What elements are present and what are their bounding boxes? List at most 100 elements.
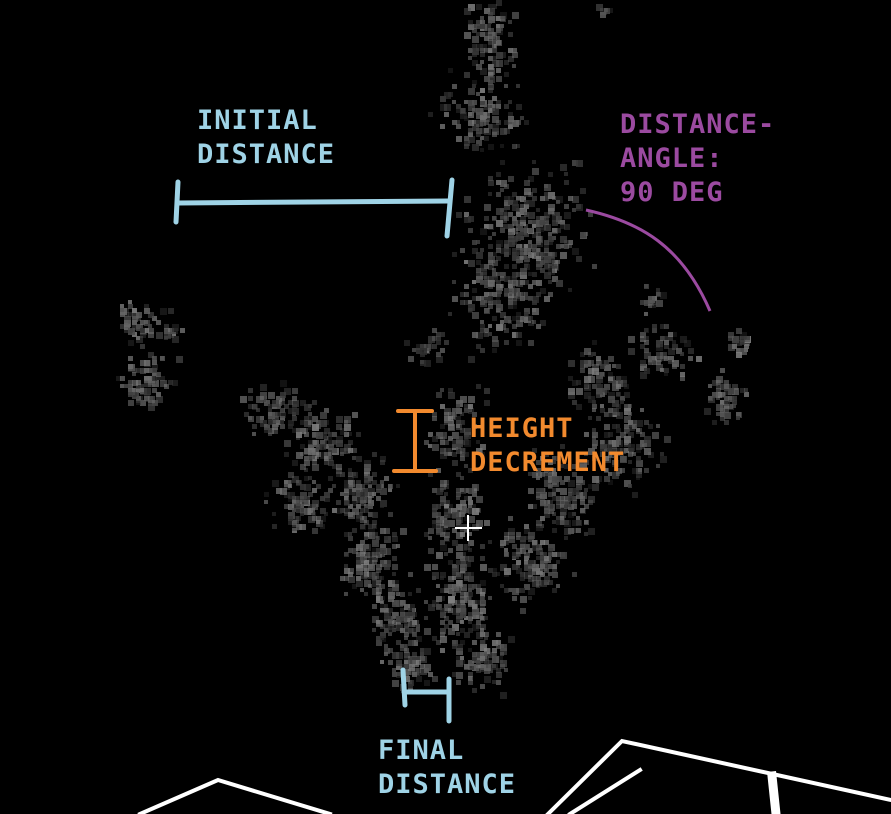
particle	[488, 596, 492, 600]
particle	[552, 492, 556, 496]
particle	[568, 360, 575, 367]
particle	[356, 504, 360, 508]
particle	[452, 440, 457, 445]
particle	[484, 24, 491, 31]
particle	[552, 276, 558, 282]
particle	[552, 268, 557, 273]
particle	[448, 596, 455, 603]
particle	[572, 464, 577, 469]
particle	[480, 656, 485, 661]
particle	[472, 108, 476, 112]
particle	[436, 552, 443, 559]
particle	[644, 368, 650, 374]
particle	[476, 128, 482, 134]
particle	[300, 508, 305, 513]
particle	[584, 532, 588, 536]
particle	[464, 436, 469, 441]
particle	[488, 68, 495, 75]
particle	[376, 564, 382, 570]
particle	[452, 452, 457, 457]
particle	[392, 680, 399, 687]
particle	[472, 332, 478, 338]
particle	[404, 664, 409, 669]
particle	[136, 388, 141, 393]
particle	[440, 104, 447, 111]
particle	[432, 520, 436, 524]
particle	[468, 228, 473, 233]
particle	[288, 400, 293, 405]
particle	[560, 244, 565, 249]
particle	[152, 368, 157, 373]
particle	[540, 560, 544, 564]
particle	[444, 520, 450, 526]
particle	[428, 672, 433, 677]
particle	[344, 416, 351, 423]
particle	[264, 492, 269, 497]
particle	[440, 448, 446, 454]
particle	[288, 484, 292, 488]
particle	[472, 608, 479, 615]
particle	[480, 296, 484, 300]
particle	[492, 104, 496, 108]
particle	[312, 432, 318, 438]
particle	[448, 588, 454, 594]
particle	[392, 600, 397, 605]
particle	[580, 188, 586, 194]
particle	[524, 552, 530, 558]
particle	[376, 484, 381, 489]
particle	[440, 348, 445, 353]
particle	[268, 428, 273, 433]
particle	[436, 604, 442, 610]
particle	[492, 316, 497, 321]
particle	[552, 480, 559, 487]
particle	[440, 404, 445, 409]
particle	[632, 492, 638, 498]
particle	[460, 612, 466, 618]
particle	[288, 516, 293, 521]
particle	[476, 276, 483, 283]
particle	[404, 636, 408, 640]
particle	[520, 536, 526, 542]
particle	[476, 656, 481, 661]
particle	[404, 604, 410, 610]
particle	[416, 628, 420, 632]
particle	[672, 340, 676, 344]
particle	[732, 344, 737, 349]
particle	[544, 220, 549, 225]
particle	[480, 600, 486, 606]
particle	[336, 436, 343, 443]
particle	[492, 4, 497, 9]
particle	[488, 48, 493, 53]
distance-angle-label-line: DISTANCE-	[620, 109, 776, 140]
particle	[720, 392, 725, 397]
particle	[412, 660, 416, 664]
particle	[500, 312, 506, 318]
particle	[564, 212, 571, 219]
particle	[724, 412, 731, 419]
particle	[496, 36, 500, 40]
particle	[516, 564, 520, 568]
particle	[368, 488, 375, 495]
particle	[592, 440, 598, 446]
particle	[460, 560, 466, 566]
particle	[508, 200, 513, 205]
particle	[724, 400, 730, 406]
particle	[420, 656, 427, 663]
particle	[152, 364, 158, 370]
particle	[560, 488, 567, 495]
particle	[120, 324, 125, 329]
particle	[628, 424, 635, 431]
particle	[740, 340, 745, 345]
particle	[496, 284, 502, 290]
particle	[288, 520, 293, 525]
particle	[560, 164, 567, 171]
particle	[624, 408, 631, 415]
particle	[508, 124, 513, 129]
particle	[460, 292, 465, 297]
particle	[588, 396, 595, 403]
height-decrement-label: HEIGHT DECREMENT	[470, 412, 625, 480]
particle	[728, 404, 734, 410]
particle	[444, 416, 451, 423]
particle	[500, 16, 506, 22]
